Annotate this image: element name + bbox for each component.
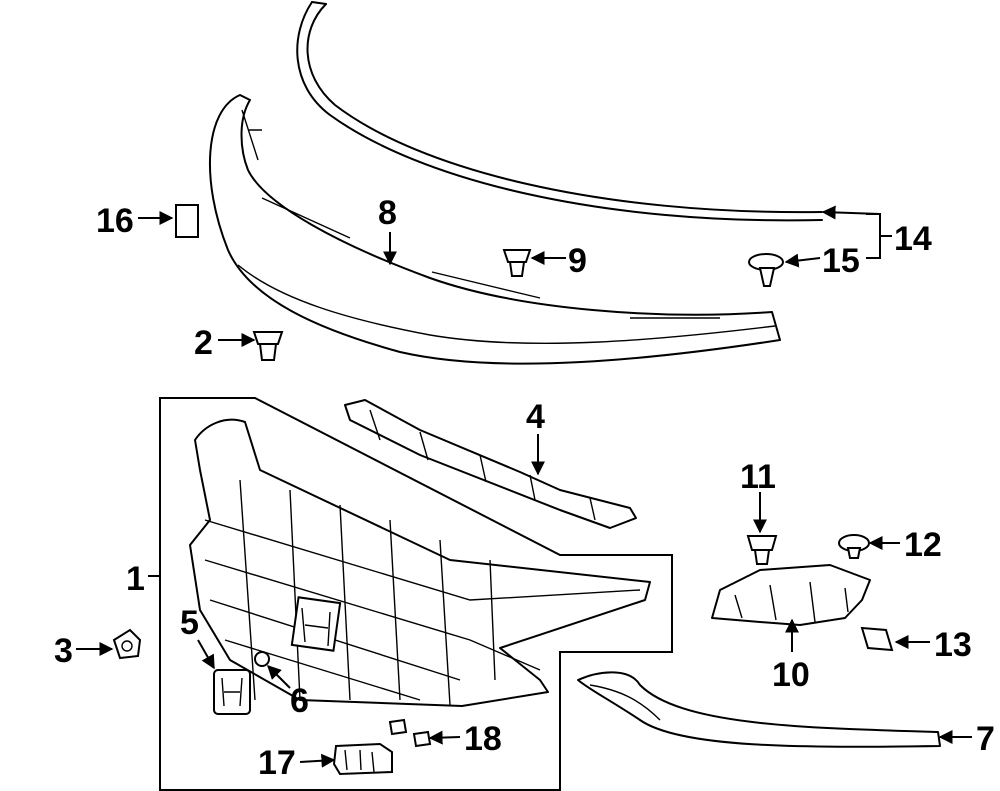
lower-trim-strip: [577, 671, 941, 748]
clip-15: [748, 253, 784, 287]
grille-assembly-bracket: [159, 397, 673, 791]
callout-15: 15: [822, 242, 860, 280]
seal-6: [254, 651, 270, 667]
callout-1: 1: [126, 560, 145, 598]
callout-13: 13: [934, 626, 972, 664]
callout-9: 9: [568, 242, 587, 280]
front-grille: [189, 418, 651, 707]
clip-9: [502, 249, 532, 277]
callout-16: 16: [96, 202, 134, 240]
clip-12: [838, 534, 870, 559]
callout-3: 3: [54, 632, 73, 670]
sensor-17: [332, 742, 393, 776]
callout-10: 10: [772, 656, 810, 694]
bumper-cover: [208, 94, 781, 365]
callout-5: 5: [180, 604, 199, 642]
callout-11: 11: [740, 458, 776, 496]
callout-18: 18: [464, 720, 502, 758]
callout-14: 14: [894, 220, 932, 258]
callout-4: 4: [526, 398, 545, 436]
nut-3: [112, 628, 142, 660]
callout-7: 7: [976, 720, 995, 758]
side-bracket: [711, 564, 871, 626]
clip-2: [252, 331, 284, 361]
callout-17: 17: [258, 744, 296, 782]
screws-18: [388, 718, 432, 748]
emblem-5: [213, 669, 251, 715]
callout-2: 2: [194, 324, 213, 362]
callout-12: 12: [904, 526, 942, 564]
callout-8: 8: [378, 194, 397, 232]
upper-trim-strip: [296, 1, 823, 222]
leader-lines: [76, 205, 972, 768]
clip-13: [860, 626, 894, 652]
callout-6: 6: [290, 682, 309, 720]
clip-11: [746, 535, 778, 565]
label-16: [175, 204, 199, 238]
grille-bracket: [344, 399, 637, 529]
